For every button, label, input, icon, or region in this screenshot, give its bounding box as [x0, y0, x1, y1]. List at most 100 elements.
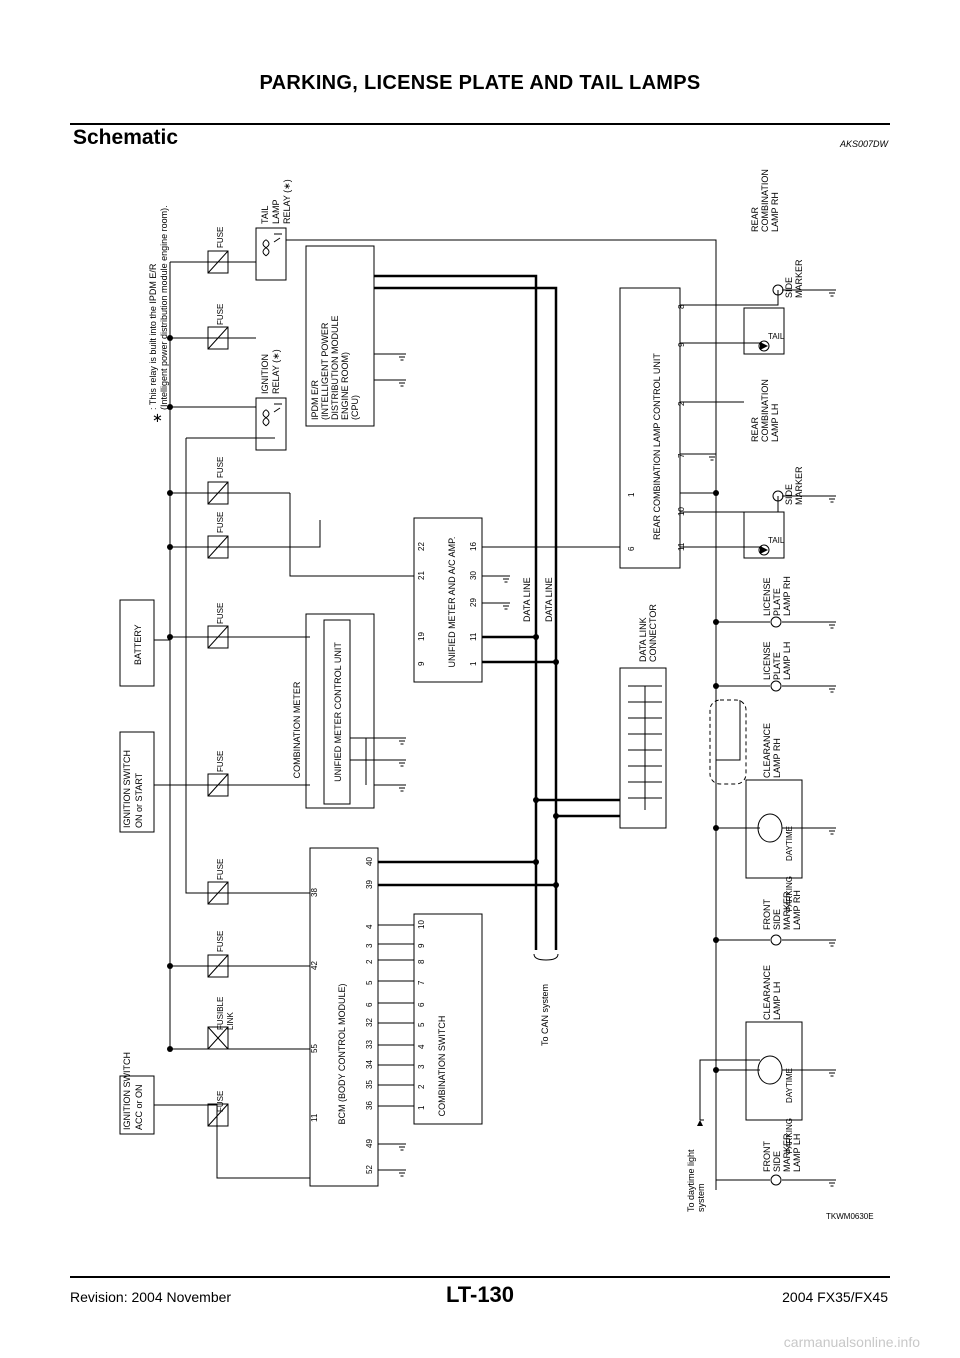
fuse-label-493-line: FUSE [216, 457, 225, 478]
unified-meter-top-pin-line: 9 [417, 661, 426, 666]
unified-meter-ac-amp-box [413, 517, 483, 683]
clearance-rh-daytime-label: DAYTIME [785, 826, 794, 861]
clearance-lamp-lh-label-line: CLEARANCE [762, 965, 772, 1020]
front-side-marker-rh-label-line: FRONT [762, 899, 772, 930]
unified-meter-bottom-pin-line: 11 [469, 632, 478, 641]
front-side-marker-lh-bulb [770, 1174, 782, 1186]
tail-lamp-relay-label-line: TAIL [260, 206, 270, 224]
unified-meter-top-pin-line: 21 [417, 571, 426, 580]
combination-switch-pin-line: 7 [417, 980, 426, 985]
section-title: Schematic [73, 126, 179, 149]
unified-meter-control-unit-box [323, 619, 351, 805]
rear-unit-bottom-pin: 8 [677, 304, 686, 309]
rear-unit-bottom-pin-line: 9 [677, 342, 686, 347]
fuse-label-547-line: FUSE [216, 512, 225, 533]
combination-meter-label-line: COMBINATION METER [292, 681, 302, 778]
fuse-symbol [207, 773, 229, 797]
rear-side-marker-lh-label-line: MARKER [794, 466, 804, 505]
ignition-relay-label-line: IGNITION [260, 354, 270, 394]
bcm-bottom-pin-line: 39 [365, 880, 374, 889]
combination-switch-pin-line: 9 [417, 943, 426, 948]
bcm-bottom-pin-line: 49 [365, 1139, 374, 1148]
bcm-bottom-pin-line: 32 [365, 1018, 374, 1027]
clearance-lamp-rh-bulb [757, 813, 783, 843]
bcm-bottom-pin: 35 [365, 1080, 374, 1089]
rear-tail-lamp-lh [743, 511, 785, 559]
junction-dot [167, 963, 173, 969]
combination-switch-pin: 3 [417, 1064, 426, 1069]
bcm-top-pin-line: 11 [310, 1113, 319, 1122]
footer-revision: Revision: 2004 November [70, 1289, 232, 1305]
rear-combination-lamp-rh-label-line: COMBINATION [760, 169, 770, 232]
fuse-label-637: FUSE [216, 603, 225, 624]
rear-tail-lamp-rh-label: TAIL [768, 332, 785, 341]
bcm-bottom-pin: 2 [365, 959, 374, 964]
battery-label-line: BATTERY [133, 624, 143, 665]
ipdm-label-line: (CPU) [350, 395, 360, 420]
rear-combination-lamp-lh-label-line: COMBINATION [760, 379, 770, 442]
combination-switch-pin: 7 [417, 980, 426, 985]
front-side-marker-lh-label-line: SIDE [772, 1151, 782, 1172]
bcm-bottom-pin-line: 34 [365, 1060, 374, 1069]
footer-rule [70, 1276, 890, 1278]
combination-switch-pin-line: 8 [417, 959, 426, 964]
combination-switch-pin: 6 [417, 1002, 426, 1007]
front-side-marker-rh-label-line: MARKER [782, 891, 792, 930]
bcm-bottom-pin-line: 52 [365, 1165, 374, 1174]
combination-switch-pin: 10 [417, 920, 426, 929]
bcm-bottom-pin: 33 [365, 1040, 374, 1049]
fusible-link-symbol [207, 1026, 229, 1050]
watermark: carmanualsonline.info [783, 1334, 920, 1350]
unified-meter-top-pin: 21 [417, 571, 426, 580]
unified-meter-bottom-pin-line: 16 [469, 542, 478, 551]
front-side-marker-rh-bulb [770, 934, 782, 946]
data-line-label-1-line: DATA LINE [522, 577, 532, 622]
clearance-lh-daytime-label-line: DAYTIME [785, 1068, 794, 1103]
rear-unit-bottom-pin-line: 10 [677, 507, 686, 516]
ignition-switch-on-label-line: ON or START [134, 772, 144, 828]
junction-dot [553, 882, 559, 888]
combination-switch-pin: 5 [417, 1022, 426, 1027]
fuse-symbol [207, 326, 229, 350]
footer-model: 2004 FX35/FX45 [782, 1289, 888, 1305]
fuse-symbol [207, 250, 229, 274]
fuse-symbol [207, 535, 229, 559]
tail-lamp-relay-label-line: RELAY (∗) [282, 179, 292, 224]
unified-meter-control-unit-label: UNIFIED METER CONTROL UNIT [333, 642, 343, 782]
junction-dot [167, 335, 173, 341]
combination-switch-pin: 9 [417, 943, 426, 948]
bcm-label-line: BCM (BODY CONTROL MODULE) [337, 983, 347, 1124]
rear-side-marker-rh-label-line: SIDE [784, 277, 794, 298]
rear-tail-lamp-rh [743, 307, 785, 355]
daytime-arrow [697, 1120, 703, 1126]
fuse-label-acc: FUSE [216, 1091, 225, 1112]
junction-dot [713, 683, 719, 689]
front-side-marker-lh-label-line: MARKER [782, 1133, 792, 1172]
bcm-top-pin-line: 42 [310, 961, 319, 970]
can-h [374, 274, 538, 950]
license-plate-lamp-lh-label-line: PLATE [772, 652, 782, 680]
fuse-label-262: FUSE [216, 227, 225, 248]
clearance-rh-daytime-label-line: DAYTIME [785, 826, 794, 861]
can-system-label-line: To CAN system [540, 984, 550, 1046]
unified-meter-bottom-pin-line: 1 [469, 661, 478, 666]
rear-unit-top-pin-line: 1 [627, 492, 636, 497]
fuse-symbol [207, 326, 229, 350]
fuse-label-338-line: FUSE [216, 304, 225, 325]
rear-unit-bottom-pin: 10 [677, 507, 686, 516]
clearance-lamp-lh-box [745, 1021, 803, 1121]
rear-combination-lamp-rh-label-line: LAMP RH [770, 192, 780, 232]
fuse-symbol [207, 954, 229, 978]
meter-feed-21 [289, 493, 414, 577]
license-plate-lamp-rh-label-line: LAMP RH [782, 576, 792, 616]
bcm-bottom-pin-line: 36 [365, 1101, 374, 1110]
combination-switch-box [413, 913, 483, 1125]
unified-meter-top-pin: 22 [417, 542, 426, 551]
